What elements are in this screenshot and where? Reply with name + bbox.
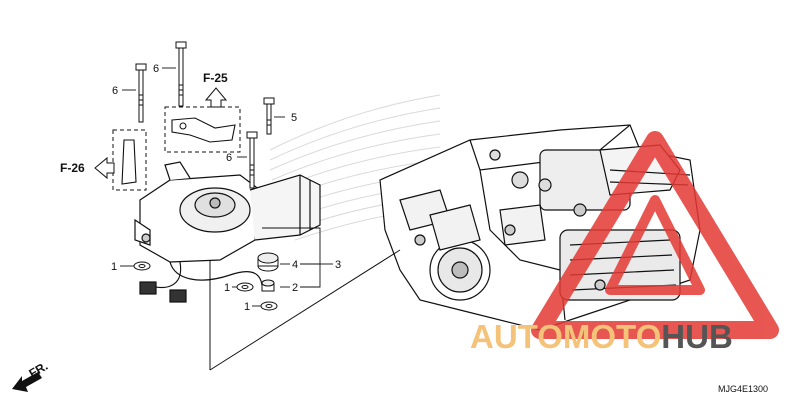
watermark-triangle-icon [531, 131, 779, 339]
bracket-part [171, 117, 236, 143]
callout-4: 4 [292, 259, 298, 271]
bolt-icon [263, 97, 275, 135]
grommet-part [257, 252, 279, 272]
callout-5: 5 [291, 112, 297, 124]
watermark-text-main: AUTOMOTO [470, 318, 661, 355]
callout-6-mid: 6 [226, 152, 232, 164]
reference-f25: F-25 [203, 71, 228, 85]
callout-leaders [120, 67, 333, 307]
reference-f26: F-26 [60, 161, 85, 175]
up-arrow-icon [204, 87, 228, 108]
bolt-icon [175, 41, 187, 107]
bracket-box-f25 [164, 106, 241, 153]
left-arrow-icon [94, 156, 115, 180]
watermark-text-accent: HUB [661, 318, 733, 355]
callout-1-b: 1 [224, 282, 230, 294]
part-code: MJG4E1300 [718, 384, 768, 394]
bolt-icon [135, 63, 147, 123]
collar-part [261, 279, 275, 292]
callout-6-top: 6 [153, 63, 159, 75]
callout-6-left: 6 [112, 85, 118, 97]
callout-3: 3 [335, 259, 341, 271]
actuator-assembly [134, 161, 321, 303]
watermark-text: AUTOMOTOHUB [470, 318, 733, 355]
callout-1-a: 1 [111, 261, 117, 273]
callout-1-c: 1 [244, 301, 250, 313]
leader-line [209, 249, 401, 371]
stay-part [121, 139, 137, 185]
bolt-icon [246, 131, 258, 189]
front-direction-arrow-icon [12, 372, 42, 392]
callout-2: 2 [292, 282, 298, 294]
bracket-box-f26 [112, 129, 147, 191]
